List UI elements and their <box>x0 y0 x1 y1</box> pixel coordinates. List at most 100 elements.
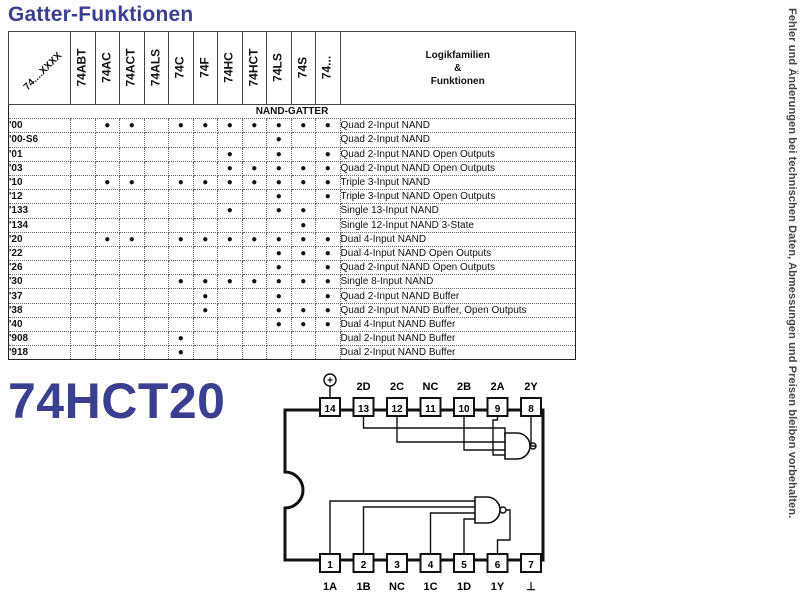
nand-gate-1 <box>474 496 501 524</box>
empty-cell <box>192 245 218 262</box>
empty-cell <box>192 146 218 162</box>
function-description: Single 8-Input NAND <box>339 274 576 290</box>
family-column-header: 74HCT <box>241 31 267 105</box>
empty-cell <box>70 245 96 262</box>
table-row: '00●●●●●●●●●Quad 2-Input NAND <box>8 118 576 134</box>
availability-dot: ● <box>217 146 243 162</box>
disclaimer-note: Fehler und Änderungen bei technischen Da… <box>786 8 798 519</box>
family-column-header: 74HC <box>217 31 243 105</box>
function-description: Dual 4-Input NAND Buffer <box>339 316 576 333</box>
empty-cell <box>94 288 120 304</box>
empty-cell <box>241 330 267 347</box>
availability-dot: ● <box>241 231 267 247</box>
empty-cell <box>241 316 267 333</box>
availability-dot: ● <box>266 316 292 333</box>
wire <box>396 416 505 443</box>
empty-cell <box>94 274 120 290</box>
function-description: Quad 2-Input NAND <box>339 118 576 134</box>
nand-gate-2 <box>504 432 531 460</box>
pin-box <box>419 397 442 417</box>
table-row: '40●●●Dual 4-Input NAND Buffer <box>8 316 576 333</box>
table-row: '12●●Triple 3-Input NAND Open Outputs <box>8 189 576 205</box>
empty-cell <box>143 132 169 148</box>
family-column-header: 74ACT <box>119 31 145 105</box>
availability-dot: ● <box>192 118 218 134</box>
availability-dot: ● <box>266 132 292 148</box>
empty-cell <box>217 302 243 318</box>
availability-dot: ● <box>94 174 120 191</box>
empty-cell <box>266 330 292 347</box>
function-description: Quad 2-Input NAND Open Outputs <box>339 160 576 176</box>
empty-cell <box>290 189 316 205</box>
family-label: 74C <box>172 56 187 79</box>
wire <box>496 509 511 554</box>
empty-cell <box>168 146 194 162</box>
empty-cell <box>119 288 145 304</box>
empty-cell <box>290 330 316 347</box>
table-row: '01●●●Quad 2-Input NAND Open Outputs <box>8 146 576 162</box>
availability-dot: ● <box>192 231 218 247</box>
part-code: '00 <box>8 118 71 134</box>
empty-cell <box>315 203 341 219</box>
empty-cell <box>119 217 145 233</box>
empty-cell <box>70 302 96 318</box>
empty-cell <box>94 245 120 262</box>
wire <box>492 416 505 456</box>
pin-box <box>386 553 408 573</box>
pin-number: 8 <box>528 404 534 415</box>
empty-cell <box>94 189 120 205</box>
part-code: '37 <box>8 288 71 304</box>
table-row: '38●●●●Quad 2-Input NAND Buffer, Open Ou… <box>8 302 576 318</box>
availability-dot: ● <box>290 274 316 290</box>
family-column-header: 74... <box>315 31 341 105</box>
pin-box <box>520 553 542 573</box>
availability-dot: ● <box>192 174 218 191</box>
availability-dot: ● <box>241 160 267 176</box>
empty-cell <box>168 288 194 304</box>
table-row: '134●Single 12-Input NAND 3-State <box>8 217 576 233</box>
corner-header: 74....XXXX <box>8 31 71 105</box>
availability-dot: ● <box>315 316 341 333</box>
empty-cell <box>70 146 96 162</box>
empty-cell <box>168 189 194 205</box>
empty-cell <box>217 132 243 148</box>
empty-cell <box>94 203 120 219</box>
empty-cell <box>143 330 169 347</box>
empty-cell <box>241 146 267 162</box>
family-label: 74... <box>319 55 334 80</box>
pin-number: 9 <box>495 404 501 415</box>
empty-cell <box>241 302 267 318</box>
empty-cell <box>192 316 218 333</box>
empty-cell <box>119 160 145 176</box>
pin-number: 2 <box>361 560 367 571</box>
availability-dot: ● <box>315 302 341 318</box>
pin-label: ⊥ <box>526 581 536 593</box>
availability-dot: ● <box>315 189 341 205</box>
empty-cell <box>192 330 218 347</box>
table-row: '908●Dual 2-Input NAND Buffer <box>8 330 576 347</box>
availability-dot: ● <box>290 302 316 318</box>
function-description: Quad 2-Input NAND <box>339 132 576 148</box>
empty-cell <box>217 345 243 361</box>
family-label: 74ALS <box>148 48 162 87</box>
wire <box>362 416 506 437</box>
family-heading-line: Logikfamilien <box>425 49 490 61</box>
family-column-header: 74C <box>168 31 194 105</box>
part-code: '40 <box>8 316 71 333</box>
empty-cell <box>70 132 96 148</box>
availability-dot: ● <box>266 245 292 262</box>
availability-dot: ● <box>94 118 120 134</box>
family-column-header: 74LS <box>266 31 292 105</box>
empty-cell <box>217 288 243 304</box>
empty-cell <box>192 260 218 276</box>
availability-dot: ● <box>290 174 316 191</box>
part-code: '12 <box>8 189 71 205</box>
empty-cell <box>241 260 267 276</box>
empty-cell <box>94 345 120 361</box>
empty-cell <box>94 330 120 347</box>
availability-dot: ● <box>266 231 292 247</box>
function-description: Dual 4-Input NAND Open Outputs <box>339 245 576 262</box>
pin-label: 2Y <box>524 381 538 393</box>
table-row: '00-S6●Quad 2-Input NAND <box>8 132 576 148</box>
availability-dot: ● <box>315 245 341 262</box>
